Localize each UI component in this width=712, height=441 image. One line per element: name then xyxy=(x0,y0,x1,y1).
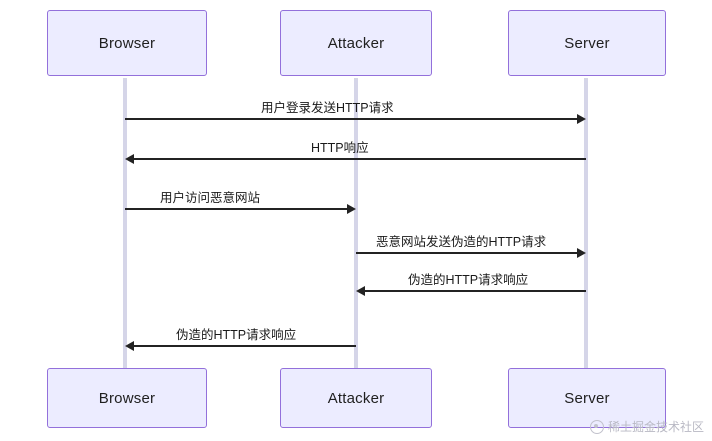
actor-label-browser-bottom: Browser xyxy=(98,389,156,407)
lifeline-server xyxy=(584,78,588,370)
actor-label-browser-top: Browser xyxy=(98,34,156,52)
actor-box-server-bottom[interactable]: Server xyxy=(508,368,666,428)
message-arrowhead-3 xyxy=(347,204,356,214)
message-line-6 xyxy=(134,345,356,347)
message-line-5 xyxy=(365,290,586,292)
actor-label-server-bottom: Server xyxy=(564,389,610,407)
message-arrowhead-5 xyxy=(356,286,365,296)
actor-label-attacker-bottom: Attacker xyxy=(327,389,385,407)
message-label-4: 恶意网站发送伪造的HTTP请求 xyxy=(376,235,547,249)
actor-box-server-top[interactable]: Server xyxy=(508,10,666,76)
message-line-3 xyxy=(125,208,347,210)
message-label-5: 伪造的HTTP请求响应 xyxy=(408,273,529,287)
message-arrowhead-1 xyxy=(577,114,586,124)
message-line-2 xyxy=(134,158,586,160)
juejin-logo-icon xyxy=(589,419,604,434)
actor-box-attacker-top[interactable]: Attacker xyxy=(280,10,432,76)
actor-label-attacker-top: Attacker xyxy=(327,34,385,52)
watermark: 稀土掘金技术社区 xyxy=(589,418,704,435)
message-label-2: HTTP响应 xyxy=(311,141,369,155)
message-line-4 xyxy=(356,252,577,254)
message-label-3: 用户访问恶意网站 xyxy=(160,191,261,205)
lifeline-browser xyxy=(123,78,127,370)
actor-box-browser-top[interactable]: Browser xyxy=(47,10,207,76)
message-line-1 xyxy=(125,118,577,120)
watermark-text: 稀土掘金技术社区 xyxy=(607,420,704,434)
actor-box-browser-bottom[interactable]: Browser xyxy=(47,368,207,428)
message-label-1: 用户登录发送HTTP请求 xyxy=(261,101,394,115)
message-label-6: 伪造的HTTP请求响应 xyxy=(176,328,297,342)
lifeline-attacker xyxy=(354,78,358,370)
message-arrowhead-2 xyxy=(125,154,134,164)
message-arrowhead-4 xyxy=(577,248,586,258)
actor-label-server-top: Server xyxy=(564,34,610,52)
message-arrowhead-6 xyxy=(125,341,134,351)
actor-box-attacker-bottom[interactable]: Attacker xyxy=(280,368,432,428)
